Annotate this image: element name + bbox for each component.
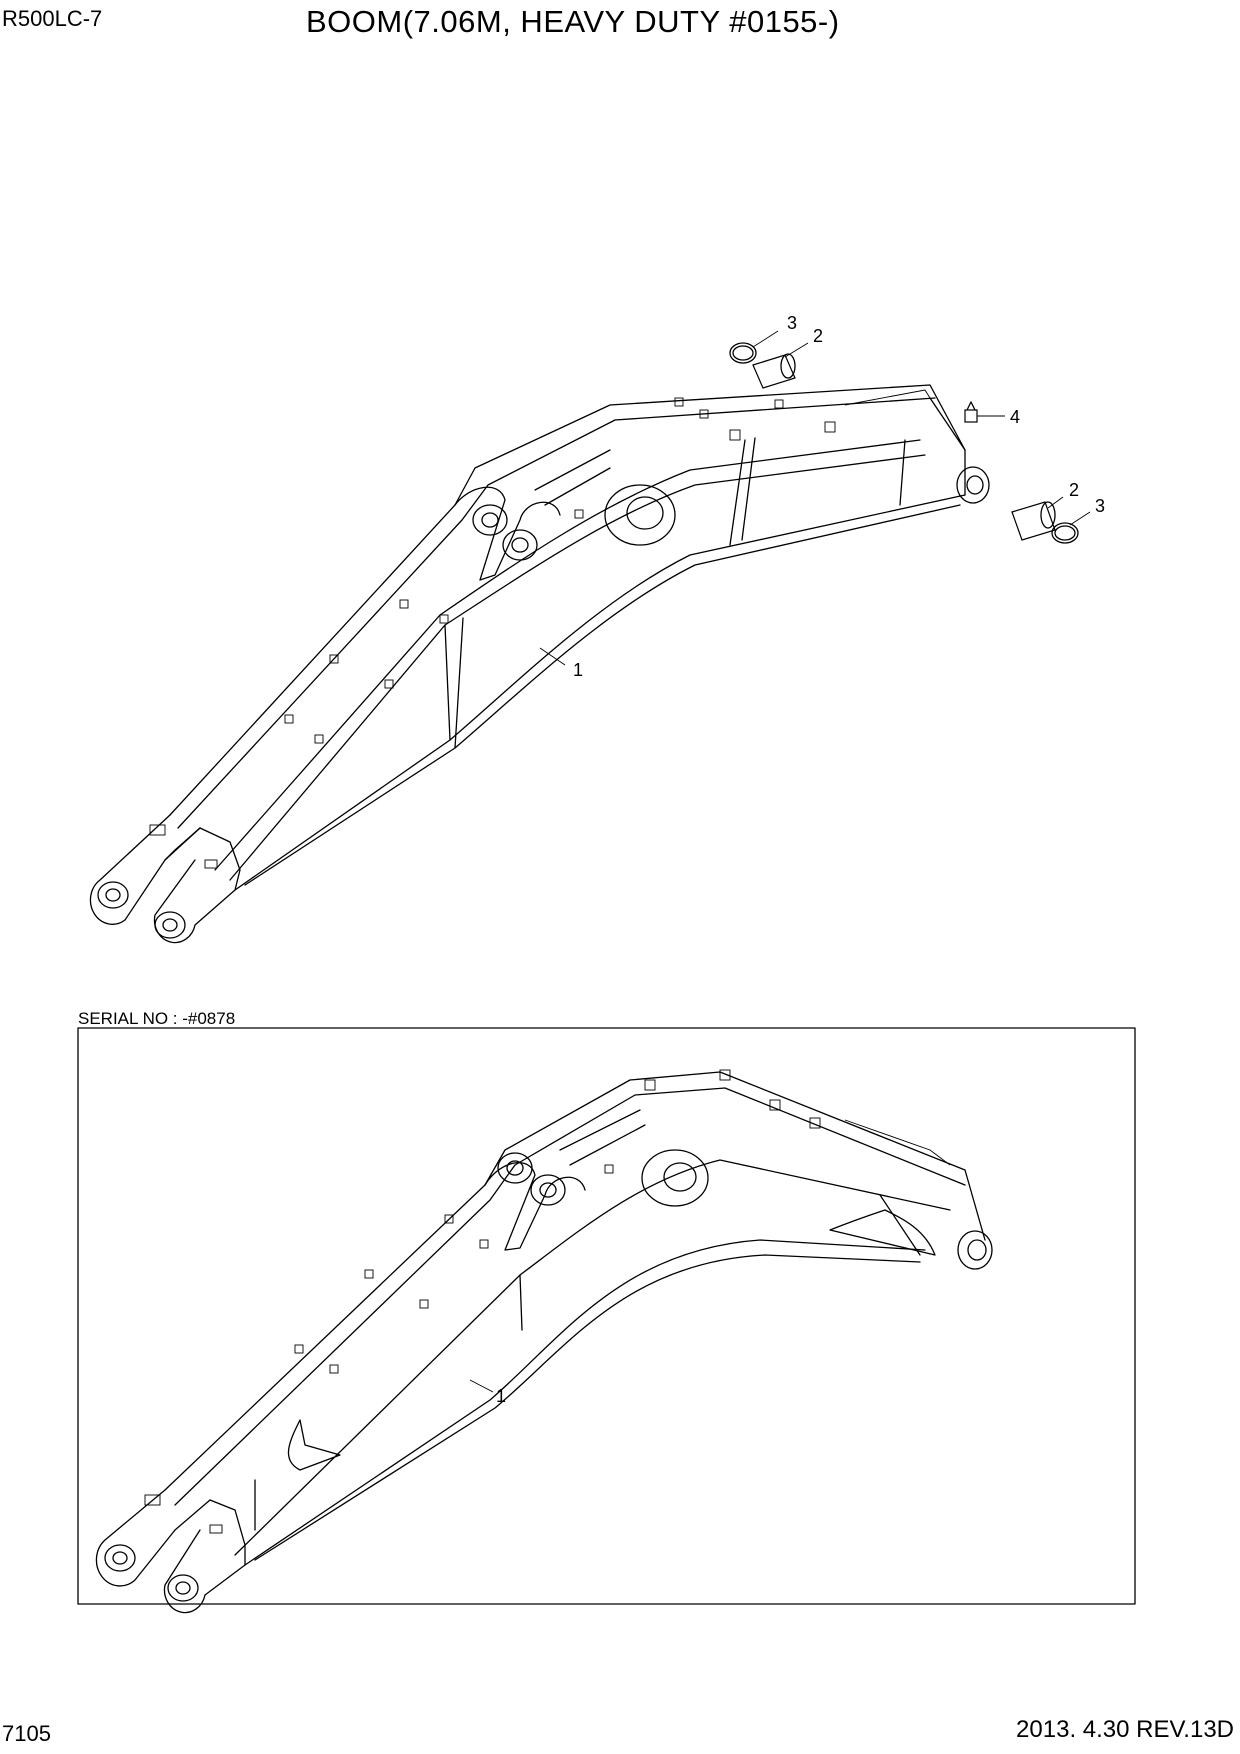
callout-1: 1 (496, 1386, 506, 1406)
page-title: BOOM(7.06M, HEAVY DUTY #0155-) (306, 4, 840, 39)
model-label: R500LC-7 (2, 6, 103, 31)
boom-lower-drawing (95, 1069, 993, 1614)
upper-callout-leaders (539, 330, 1091, 666)
upper-loose-parts (729, 342, 1079, 544)
callout-2: 2 (813, 326, 823, 346)
callout-1: 1 (573, 660, 583, 680)
callout-2: 2 (1069, 480, 1079, 500)
boom-upper-drawing (89, 384, 990, 944)
serial-detail-frame (77, 1027, 1136, 1605)
callout-3: 3 (787, 313, 797, 333)
callout-4: 4 (1010, 407, 1020, 427)
lower-callout-leader (469, 1379, 494, 1393)
serial-caption: SERIAL NO : -#0878 (78, 1009, 236, 1028)
callout-3: 3 (1095, 496, 1105, 516)
page-number: 7105 (2, 1721, 51, 1746)
revision-date: 2013. 4.30 REV.13D (1016, 1716, 1234, 1743)
